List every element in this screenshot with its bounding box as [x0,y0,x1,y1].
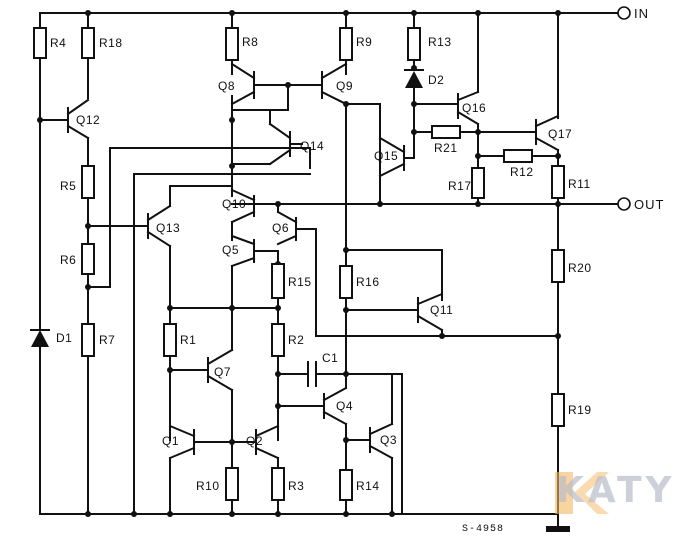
transistor-q3 [368,422,394,460]
label-c1: C1 [322,351,338,365]
resistor-r6 [81,243,95,275]
resistor-r17 [471,167,485,199]
watermark-text: KATY [556,470,676,511]
transistor-q17 [534,114,560,152]
resistor-r15 [271,263,285,299]
resistor-r1 [163,323,177,357]
label-q2: Q2 [246,434,263,448]
input-label: IN [634,6,649,21]
label-r3: R3 [288,479,304,493]
label-r10: R10 [196,479,220,493]
transistor-q8 [230,62,256,106]
label-r9: R9 [356,35,372,49]
label-q9: Q9 [336,79,353,93]
label-r4: R4 [50,36,66,50]
katy-logo-icon [555,472,609,514]
label-r2: R2 [288,333,304,347]
label-q12: Q12 [76,113,100,127]
transistor-q16 [456,90,480,126]
label-q16: Q16 [462,101,486,115]
resistor-r14 [339,469,353,501]
resistor-r9 [339,27,353,61]
diode-d2 [404,69,424,88]
label-r20: R20 [568,261,592,275]
resistor-r4 [33,27,47,59]
resistor-r10 [225,467,239,501]
label-q15: Q15 [374,149,398,163]
transistor-q7 [206,348,234,392]
label-r13: R13 [428,35,452,49]
label-q6: Q6 [272,221,289,235]
resistor-r2 [271,323,285,357]
drawing-code: S-4958 [462,524,504,535]
resistor-r3 [271,467,285,501]
label-q17: Q17 [548,127,572,141]
resistor-r16 [339,265,353,299]
transistor-q2 [254,424,280,460]
capacitor-c1 [307,361,317,387]
label-r16: R16 [356,275,380,289]
label-r5: R5 [60,179,76,193]
label-r8: R8 [242,35,258,49]
transistor-q9 [320,62,348,106]
resistor-r20 [551,249,565,283]
label-q3: Q3 [380,433,397,447]
label-q10: Q10 [222,197,246,211]
transistor-q11 [416,292,444,332]
resistor-r18 [81,27,95,59]
ground-symbol [546,526,570,532]
resistor-r21 [431,125,461,139]
label-r7: R7 [99,333,115,347]
resistor-r12 [503,149,533,163]
label-r6: R6 [60,253,76,267]
transistor-q4 [322,386,348,426]
label-q5: Q5 [222,243,239,257]
transistor-q12 [66,98,90,140]
label-r21: R21 [434,141,458,155]
resistor-r8 [225,27,239,61]
transistor-q13 [146,204,172,248]
resistor-r19 [551,393,565,427]
transistor-q10 [230,188,256,224]
label-r18: R18 [99,36,123,50]
diode-d1 [30,329,50,347]
label-d1: D1 [56,331,72,345]
label-q13: Q13 [156,221,180,235]
label-r15: R15 [288,275,312,289]
label-q14: Q14 [300,139,324,153]
label-r1: R1 [180,333,196,347]
label-q4: Q4 [336,399,353,413]
resistor-r11 [551,165,565,199]
label-r17: R17 [448,179,472,193]
label-q11: Q11 [430,303,453,317]
resistor-r5 [81,165,95,199]
label-r12: R12 [510,165,534,179]
output-label: OUT [634,197,664,212]
transistor-q14 [268,122,303,166]
output-terminal[interactable] [617,197,631,211]
label-d2: D2 [428,73,444,87]
label-r19: R19 [568,403,592,417]
label-q7: Q7 [214,365,231,379]
label-r11: R11 [568,177,591,191]
label-q8: Q8 [218,79,235,93]
label-r14: R14 [356,479,380,493]
input-terminal[interactable] [617,6,631,20]
label-q1: Q1 [162,434,179,448]
resistor-r7 [81,323,95,357]
resistor-r13 [407,27,421,61]
